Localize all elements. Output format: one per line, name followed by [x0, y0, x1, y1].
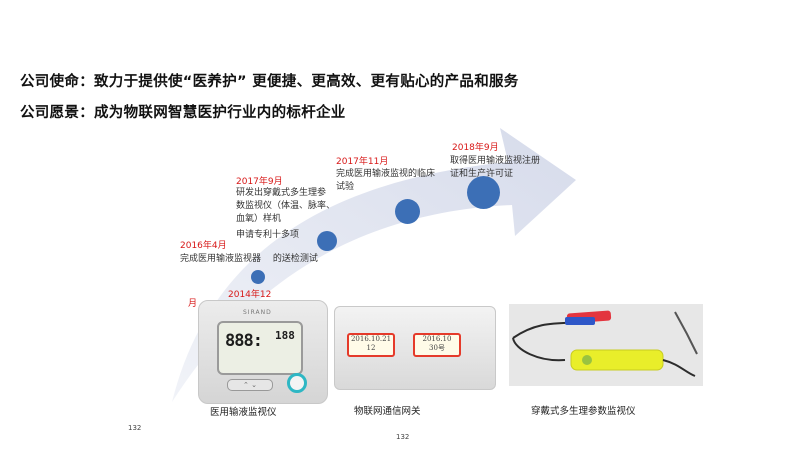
- vision-statement: 公司愿景：成为物联网智慧医护行业内的标杆企业: [20, 105, 346, 121]
- power-button-icon: [287, 373, 307, 393]
- handwritten-tag-1: 2016.10.21 12: [347, 333, 395, 357]
- desc-2017-sep: 研发出穿戴式多生理参 数监视仪（体温、脉率、 血氧）样机 申请专利十多项: [236, 188, 336, 240]
- screen-digits: 888:: [225, 331, 263, 351]
- milestone-dot-2017: [395, 199, 420, 224]
- wearable-device-drawing: [509, 304, 703, 386]
- desc-2018: 取得医用输液监视注册 证和生产许可证: [450, 156, 541, 179]
- year-2016: 2016年4月: [180, 241, 227, 251]
- screen-digits-small: 188: [275, 329, 295, 342]
- desc-2017-nov: 完成医用输液监视的临床 试验: [336, 169, 436, 192]
- caption-wearable-monitor: 穿戴式多生理参数监视仪: [531, 406, 636, 417]
- caption-infusion-monitor: 医用输液监视仪: [210, 407, 277, 418]
- year-2017-nov: 2017年11月: [336, 157, 389, 167]
- device-screen: 888: 188: [217, 321, 303, 375]
- milestone-dot-2014: [251, 270, 265, 284]
- gateway-photo: 2016.10.21 12 2016.10 30号: [334, 306, 496, 390]
- stray-character: 月: [188, 299, 198, 309]
- milestone-dot-2018: [467, 176, 500, 209]
- milestone-dot-2016: [317, 231, 337, 251]
- device-brand: SIRAND: [243, 309, 272, 316]
- device-buttons: ⌃ ⌄: [227, 379, 273, 391]
- infusion-monitor-photo: SIRAND 888: 188 ⌃ ⌄: [198, 300, 328, 404]
- page-number-left: 132: [128, 424, 142, 432]
- year-2017-sep: 2017年9月: [236, 177, 283, 187]
- wearable-monitor-photo: [509, 304, 703, 386]
- desc-2016: 完成医用输液监视器 的送检测试: [180, 254, 318, 264]
- year-2014: 2014年12: [228, 290, 272, 300]
- mission-statement: 公司使命：致力于提供使“医养护” 更便捷、更高效、更有贴心的产品和服务: [20, 74, 519, 90]
- handwritten-tag-2: 2016.10 30号: [413, 333, 461, 357]
- year-2018: 2018年9月: [452, 143, 499, 153]
- caption-gateway: 物联网通信网关: [354, 406, 421, 417]
- page-number-center: 132: [396, 433, 410, 441]
